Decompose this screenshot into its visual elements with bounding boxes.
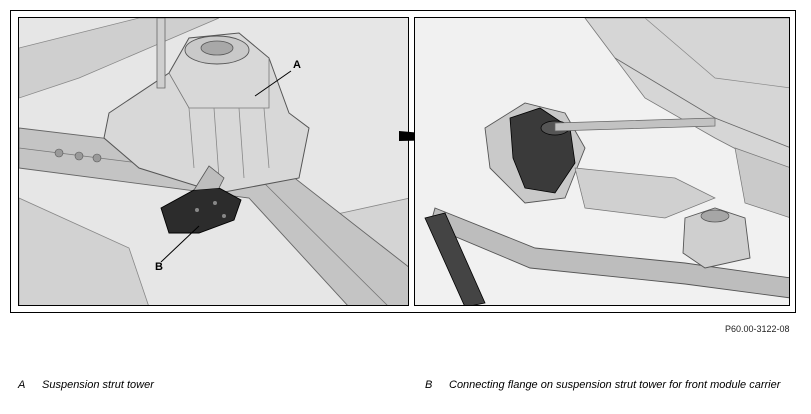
detail-view-panel: A B <box>18 17 409 306</box>
legend-text-b: Connecting flange on suspension strut to… <box>449 379 781 391</box>
figure-reference-code: P60.00-3122-08 <box>725 324 790 334</box>
callout-b-label: B <box>155 261 163 273</box>
overview-panel <box>414 17 790 306</box>
legend-item-a: A Suspension strut tower <box>18 378 398 392</box>
front-end-overview-illustration <box>415 18 789 305</box>
legend-key-b: B <box>425 379 433 391</box>
strut-tower-closeup-illustration <box>19 18 408 305</box>
legend-item-b: B Connecting flange on suspension strut … <box>425 378 795 392</box>
figure-frame: A B <box>10 10 796 313</box>
legend-text-a: Suspension strut tower <box>42 379 154 391</box>
callout-a-label: A <box>293 59 301 71</box>
legend-key-a: A <box>18 379 26 391</box>
